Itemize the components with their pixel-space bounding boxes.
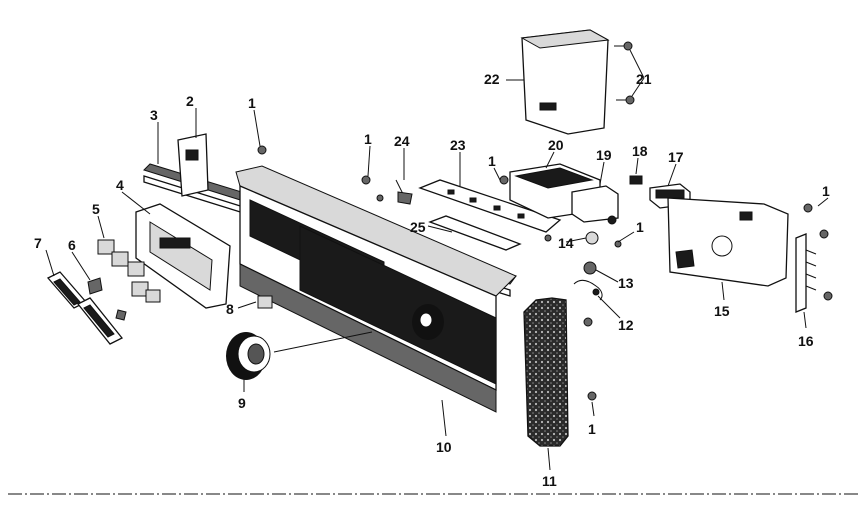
callout-10: 10 bbox=[436, 439, 452, 455]
part-11-vent-grille bbox=[523, 297, 569, 447]
part-19-switch bbox=[571, 185, 619, 225]
callout-6: 6 bbox=[68, 237, 76, 253]
part-12-wires bbox=[573, 279, 603, 301]
part-10-control-panel bbox=[235, 165, 517, 413]
part-18-spacer bbox=[629, 175, 643, 185]
callout-4: 4 bbox=[116, 177, 124, 193]
callout-12: 12 bbox=[618, 317, 634, 333]
callout-23: 23 bbox=[450, 137, 466, 153]
callout-13: 13 bbox=[618, 275, 634, 291]
part-22-cover bbox=[520, 29, 610, 135]
part-14-grommet bbox=[585, 231, 599, 245]
callout-25: 25 bbox=[410, 219, 426, 235]
callout-1-c: 1 bbox=[488, 153, 496, 169]
part-21-screws bbox=[614, 41, 635, 105]
part-4-frame bbox=[135, 203, 231, 309]
callout-1-e: 1 bbox=[822, 183, 830, 199]
callout-16: 16 bbox=[798, 333, 814, 349]
callout-19: 19 bbox=[596, 147, 612, 163]
callout-labels: 1 2 3 4 5 6 7 8 9 10 11 1 24 23 1 20 19 … bbox=[34, 71, 830, 489]
part-7-switch-strips bbox=[46, 271, 127, 345]
part-5-buttons bbox=[97, 239, 161, 303]
callout-9: 9 bbox=[238, 395, 246, 411]
callout-2: 2 bbox=[186, 93, 194, 109]
callout-1-b: 1 bbox=[364, 131, 372, 147]
part-8-pin bbox=[257, 295, 273, 309]
callout-20: 20 bbox=[548, 137, 564, 153]
callout-1: 1 bbox=[248, 95, 256, 111]
leader-lines bbox=[45, 49, 829, 471]
callout-18: 18 bbox=[632, 143, 648, 159]
part-16-terminal-strip bbox=[795, 233, 817, 313]
callout-8: 8 bbox=[226, 301, 234, 317]
callout-17: 17 bbox=[668, 149, 684, 165]
part-25-strip bbox=[428, 215, 522, 251]
callout-1-f: 1 bbox=[588, 421, 596, 437]
part-6-clip bbox=[87, 277, 103, 295]
callout-22: 22 bbox=[484, 71, 500, 87]
callout-3: 3 bbox=[150, 107, 158, 123]
callout-15: 15 bbox=[714, 303, 730, 319]
part-13-lamp bbox=[583, 261, 597, 275]
callout-21: 21 bbox=[636, 71, 652, 87]
part-2-bracket bbox=[177, 133, 209, 197]
callout-11: 11 bbox=[542, 473, 557, 489]
callout-7: 7 bbox=[34, 235, 42, 251]
part-23-circuit-board bbox=[418, 179, 562, 233]
callout-5: 5 bbox=[92, 201, 100, 217]
callout-14: 14 bbox=[558, 235, 574, 251]
callout-1-d: 1 bbox=[636, 219, 644, 235]
part-9-knob bbox=[226, 332, 271, 380]
callout-24: 24 bbox=[394, 133, 410, 149]
part-24-clip bbox=[395, 179, 413, 205]
part-15-timer bbox=[667, 197, 789, 287]
